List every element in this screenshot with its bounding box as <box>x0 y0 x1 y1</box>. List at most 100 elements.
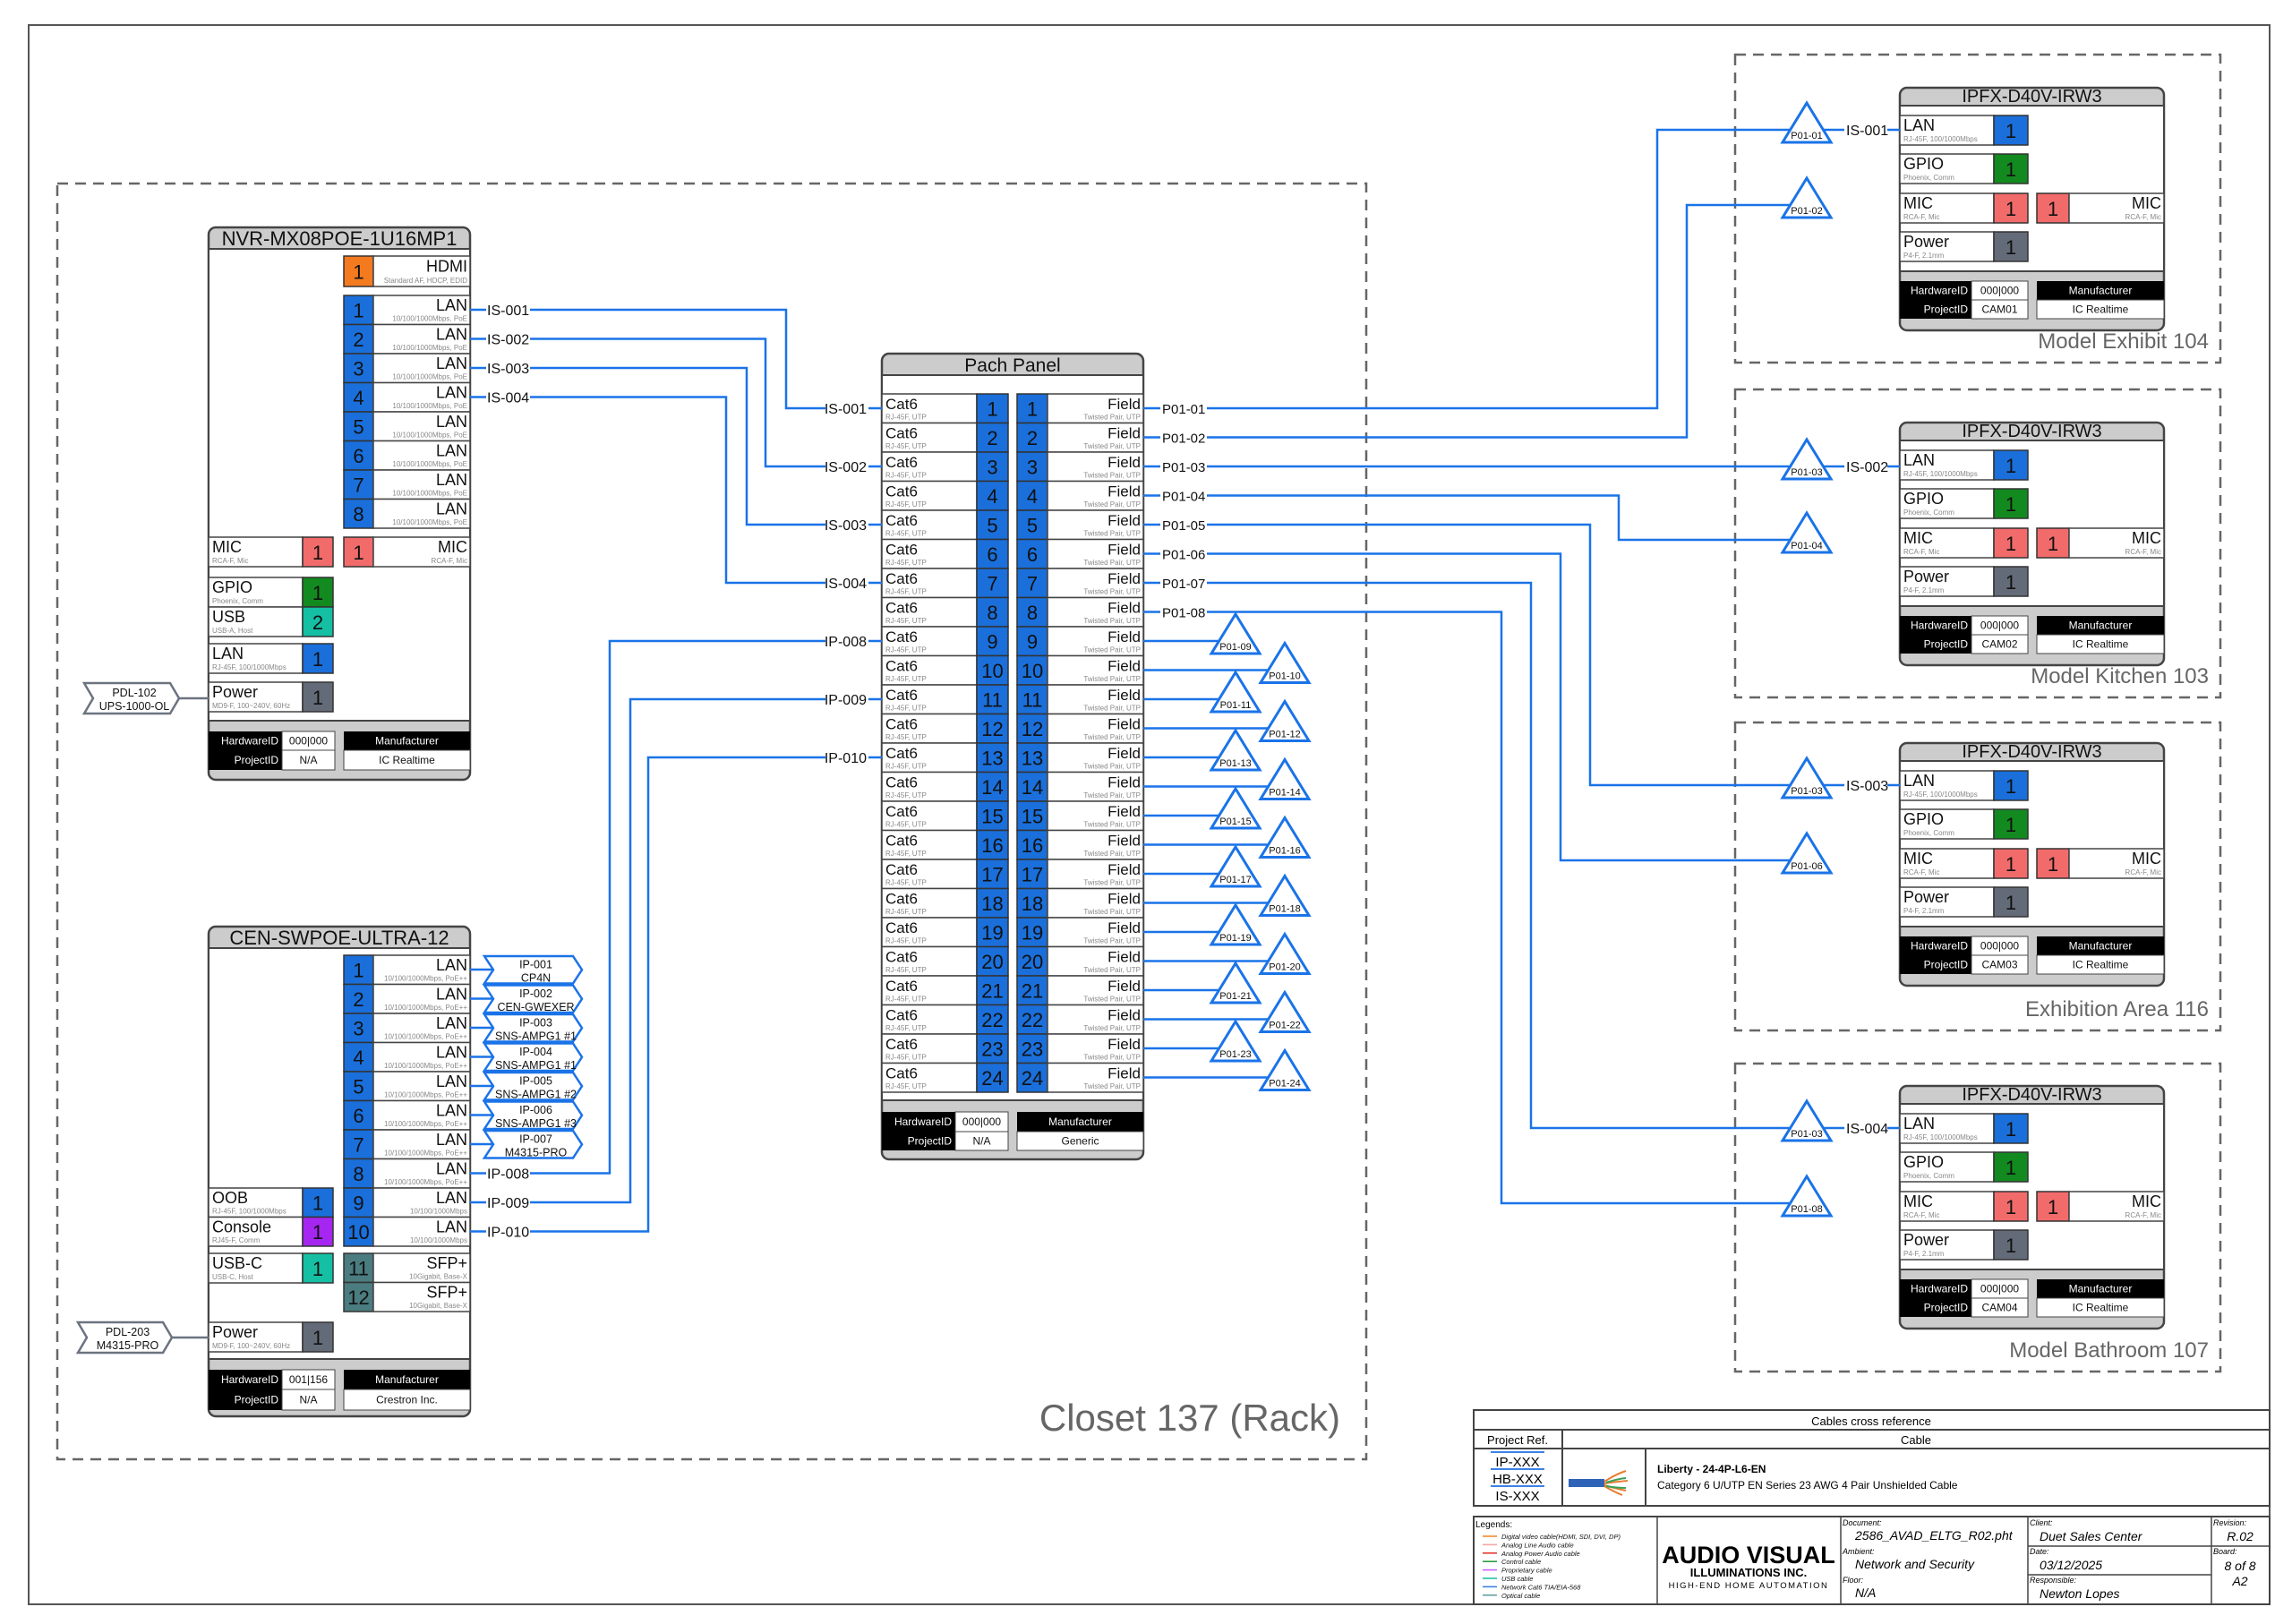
field-outlet-tag[interactable]: P01-13 <box>1209 728 1262 772</box>
field-outlet-tag[interactable]: P01-23 <box>1209 1019 1262 1063</box>
cable-wire[interactable] <box>530 308 825 410</box>
field-outlet-tag[interactable]: P01-10 <box>1258 640 1312 684</box>
cable-wire[interactable] <box>530 338 825 468</box>
cable-wire[interactable] <box>1207 611 1791 1205</box>
cable-wire[interactable] <box>530 396 825 585</box>
field-outlet-tag[interactable]: P01-15 <box>1209 786 1262 830</box>
cable-wire[interactable] <box>1207 128 1791 410</box>
field-outlet-tag[interactable]: P01-01 <box>1780 100 1834 144</box>
field-outlet-tag[interactable]: P01-03 <box>1780 1098 1834 1142</box>
field-outlet-tag[interactable]: P01-02 <box>1780 175 1834 219</box>
field-outlet-tag[interactable]: P01-20 <box>1258 931 1312 975</box>
cable-wire[interactable] <box>1207 203 1791 439</box>
field-outlet-tag[interactable]: P01-24 <box>1258 1047 1312 1091</box>
field-outlet-tag[interactable]: P01-18 <box>1258 873 1312 917</box>
field-outlet-tag[interactable]: P01-03 <box>1780 756 1834 799</box>
cable-wire[interactable] <box>1207 581 1791 1130</box>
cable-wire[interactable] <box>530 366 825 526</box>
field-outlet-tag[interactable]: P01-11 <box>1209 670 1262 714</box>
field-outlet-tag[interactable]: P01-22 <box>1258 989 1312 1033</box>
field-outlet-tag[interactable]: P01-21 <box>1209 961 1262 1004</box>
cable-wire[interactable] <box>530 639 825 1175</box>
port-sfp[interactable]: SFP+10Gigabit, Base-X12 <box>343 1281 471 1312</box>
field-outlet-tag[interactable]: P01-19 <box>1209 902 1262 946</box>
